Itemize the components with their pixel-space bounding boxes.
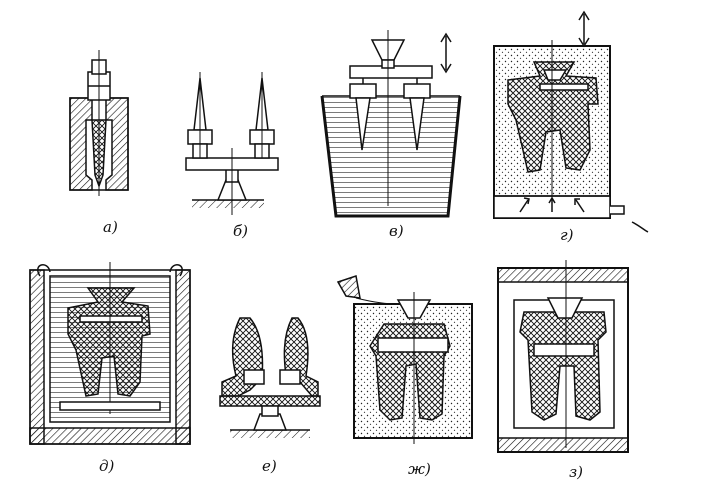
caption-a: а) xyxy=(103,218,118,236)
panel-b-drawing xyxy=(185,72,279,215)
caption-v: в) xyxy=(389,222,404,240)
panel-a-drawing xyxy=(69,50,129,196)
caption-e: е) xyxy=(262,457,277,475)
panel-v-drawing xyxy=(320,30,462,218)
caption-g: г) xyxy=(560,226,574,244)
caption-d: д) xyxy=(99,457,115,475)
panel-zh-drawing xyxy=(336,275,473,444)
panel-z-drawing xyxy=(497,260,629,453)
panel-d-drawing xyxy=(29,262,191,445)
panel-e-drawing xyxy=(219,317,321,438)
caption-b: б) xyxy=(233,222,249,240)
panel-g-drawing xyxy=(493,10,649,233)
caption-z: з) xyxy=(569,463,584,481)
caption-zh: ж) xyxy=(408,460,431,478)
